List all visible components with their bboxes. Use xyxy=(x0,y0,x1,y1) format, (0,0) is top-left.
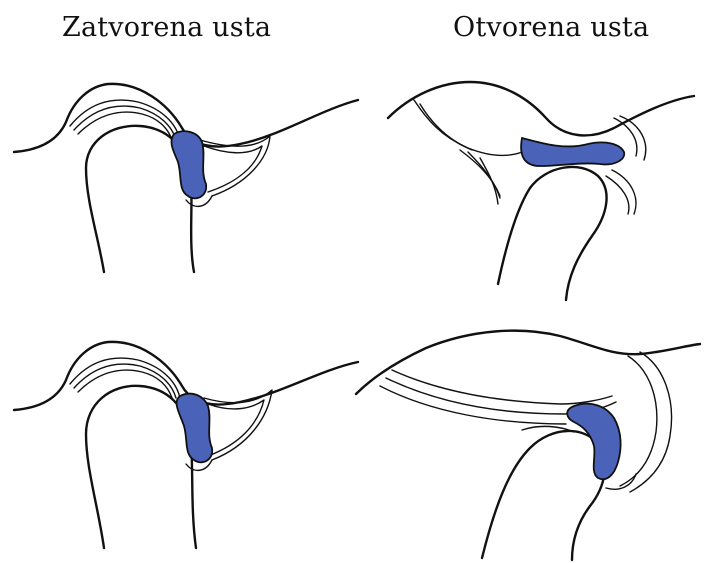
capsule-lines xyxy=(414,100,522,155)
condyle-outline xyxy=(498,167,607,300)
retrodiscal-lines xyxy=(204,390,272,460)
posterior-fibers xyxy=(460,150,500,196)
articular-disc xyxy=(177,394,213,463)
joint-closed-bottom xyxy=(14,342,358,548)
condyle-outline xyxy=(482,431,605,560)
joint-closed-top xyxy=(14,84,358,272)
joint-open-top xyxy=(388,82,694,300)
posterior-band xyxy=(392,370,612,404)
articular-disc xyxy=(567,404,620,480)
temporal-bone-outline xyxy=(388,82,694,135)
capsule-lines xyxy=(620,356,657,486)
temporal-bone-outline xyxy=(356,331,700,394)
joint-open-bottom xyxy=(356,331,700,560)
articular-disc xyxy=(171,131,206,198)
articular-disc xyxy=(521,138,624,166)
